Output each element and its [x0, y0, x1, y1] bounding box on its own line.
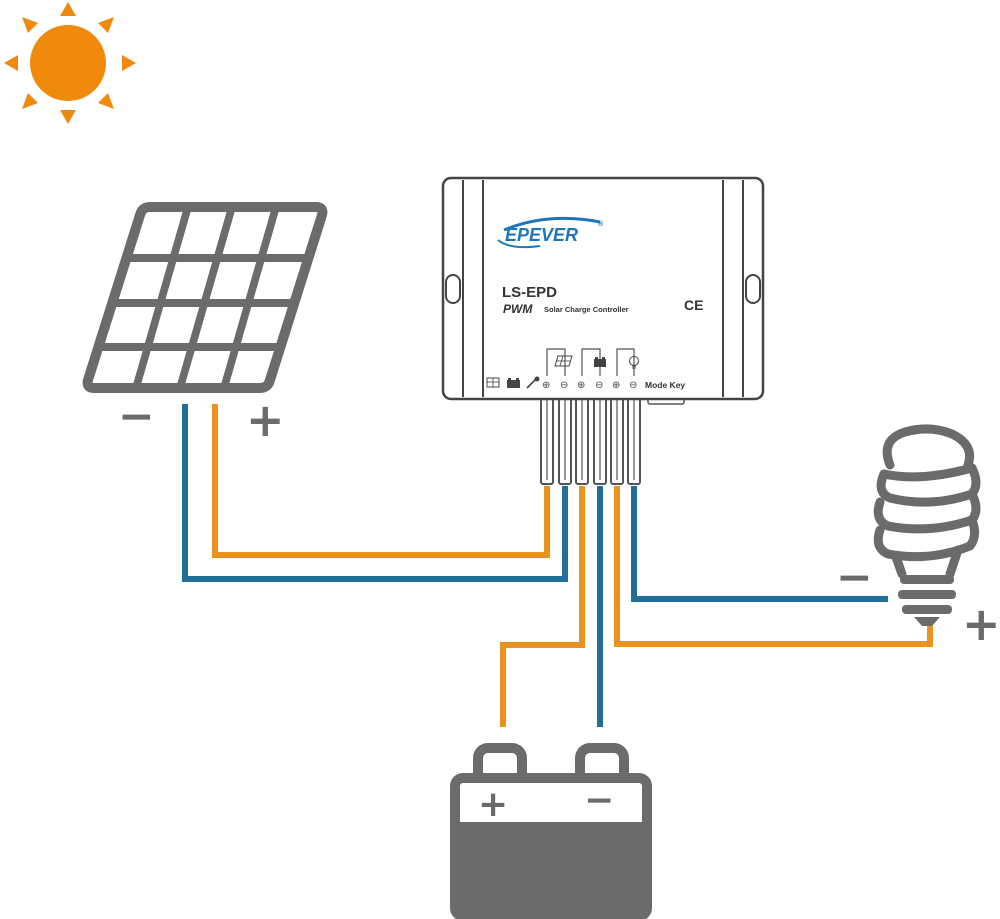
terminal-sign-5: ⊕ [612, 380, 620, 391]
mode-key-label: Mode Key [645, 380, 685, 390]
terminal-load-icon [629, 356, 639, 369]
product-type: Solar Charge Controller [544, 305, 629, 314]
load-negative-wire [631, 486, 888, 602]
terminal-sign-1: ⊕ [542, 380, 550, 391]
legend-solar-icon [486, 377, 500, 388]
panel-positive-wire [212, 404, 550, 558]
solar-panel: − + [82, 202, 328, 447]
terminal-sign-6: ⊖ [629, 380, 637, 391]
bulb-icon: − + [836, 424, 1000, 651]
battery-positive-wire [500, 486, 585, 727]
model-name: LS-EPD [502, 284, 557, 301]
legend-battery-icon [507, 378, 520, 388]
charge-controller: EPEVER ® LS-EPD PWM Solar Charge Control… [441, 176, 765, 401]
terminal-battery-icon [594, 357, 606, 367]
panel-negative-wire [182, 404, 568, 582]
panel-minus-sign: − [118, 391, 155, 442]
terminal-sign-2: ⊖ [560, 380, 568, 391]
load-positive-wire [614, 486, 933, 647]
battery-minus-sign: − [584, 780, 614, 821]
terminal-leads [540, 397, 641, 485]
wires [182, 404, 933, 727]
load-plus-sign: + [962, 597, 1000, 651]
load-minus-sign: − [836, 552, 873, 603]
terminal-sign-3: ⊕ [577, 380, 585, 391]
panel-plus-sign: + [246, 393, 285, 447]
registered-mark: ® [598, 220, 604, 228]
ce-mark: CE [684, 297, 703, 313]
legend-load-icon [526, 376, 540, 389]
sun-icon [4, 2, 136, 124]
pwm-label: PWM [503, 302, 533, 316]
battery-icon: + − [450, 743, 652, 919]
terminal-solar-icon [554, 355, 573, 367]
epever-logo: EPEVER ® [497, 216, 604, 249]
battery-plus-sign: + [478, 784, 508, 825]
brand-name: EPEVER [505, 225, 578, 245]
terminal-sign-4: ⊖ [595, 380, 603, 391]
